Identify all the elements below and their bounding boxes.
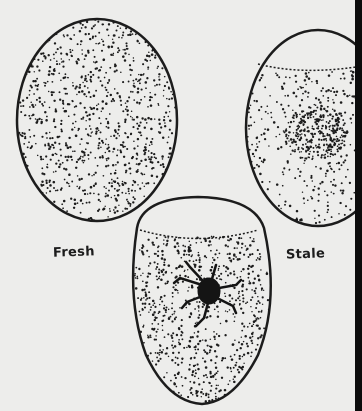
fresh-egg	[16, 18, 177, 221]
spotted-egg-air-cell	[140, 230, 258, 239]
stale-egg	[246, 30, 362, 226]
spotted-egg	[130, 197, 271, 407]
stale-egg-stipple	[246, 70, 362, 224]
stale-egg-air-cell	[258, 64, 356, 70]
scan-edge-bar	[355, 0, 362, 411]
fresh-label: Fresh	[53, 244, 95, 260]
stale-label: Stale	[286, 246, 326, 262]
stale-egg-outline	[246, 30, 362, 226]
